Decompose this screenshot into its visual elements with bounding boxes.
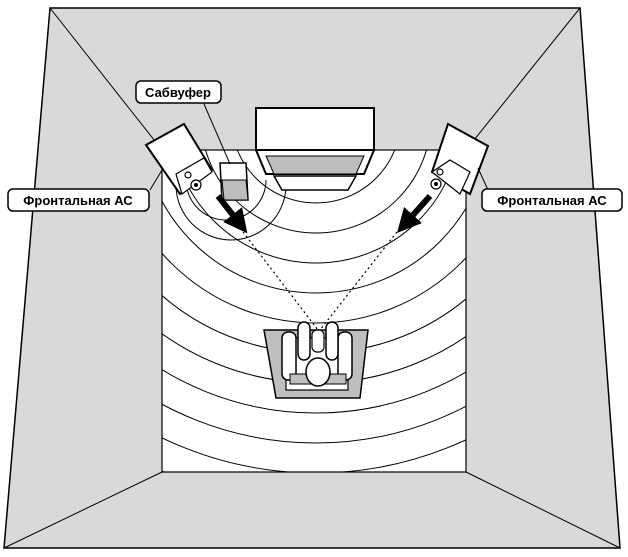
room-edge-br [465, 471, 621, 549]
front-right-callout: Фронтальная АС [477, 167, 623, 212]
front-left-speaker-icon [144, 122, 214, 196]
front-left-callout: Фронтальная АС [7, 169, 163, 212]
room-floor [161, 149, 467, 473]
listener-icon [263, 321, 369, 399]
room-edge-tr [465, 7, 581, 151]
room-edge-tl [49, 7, 163, 151]
subwoofer-icon [219, 162, 249, 201]
television-icon [254, 107, 376, 191]
front-left-label: Фронтальная АС [23, 193, 133, 208]
front-right-label: Фронтальная АС [497, 193, 607, 208]
front-right-speaker-icon [430, 122, 490, 196]
arrow-icon [215, 194, 433, 234]
room [3, 7, 621, 549]
subwoofer-callout: Сабвуфер [135, 80, 231, 165]
room-edge-bl [3, 471, 163, 549]
listening-lines [239, 227, 401, 331]
subwoofer-label: Сабвуфер [145, 85, 211, 100]
